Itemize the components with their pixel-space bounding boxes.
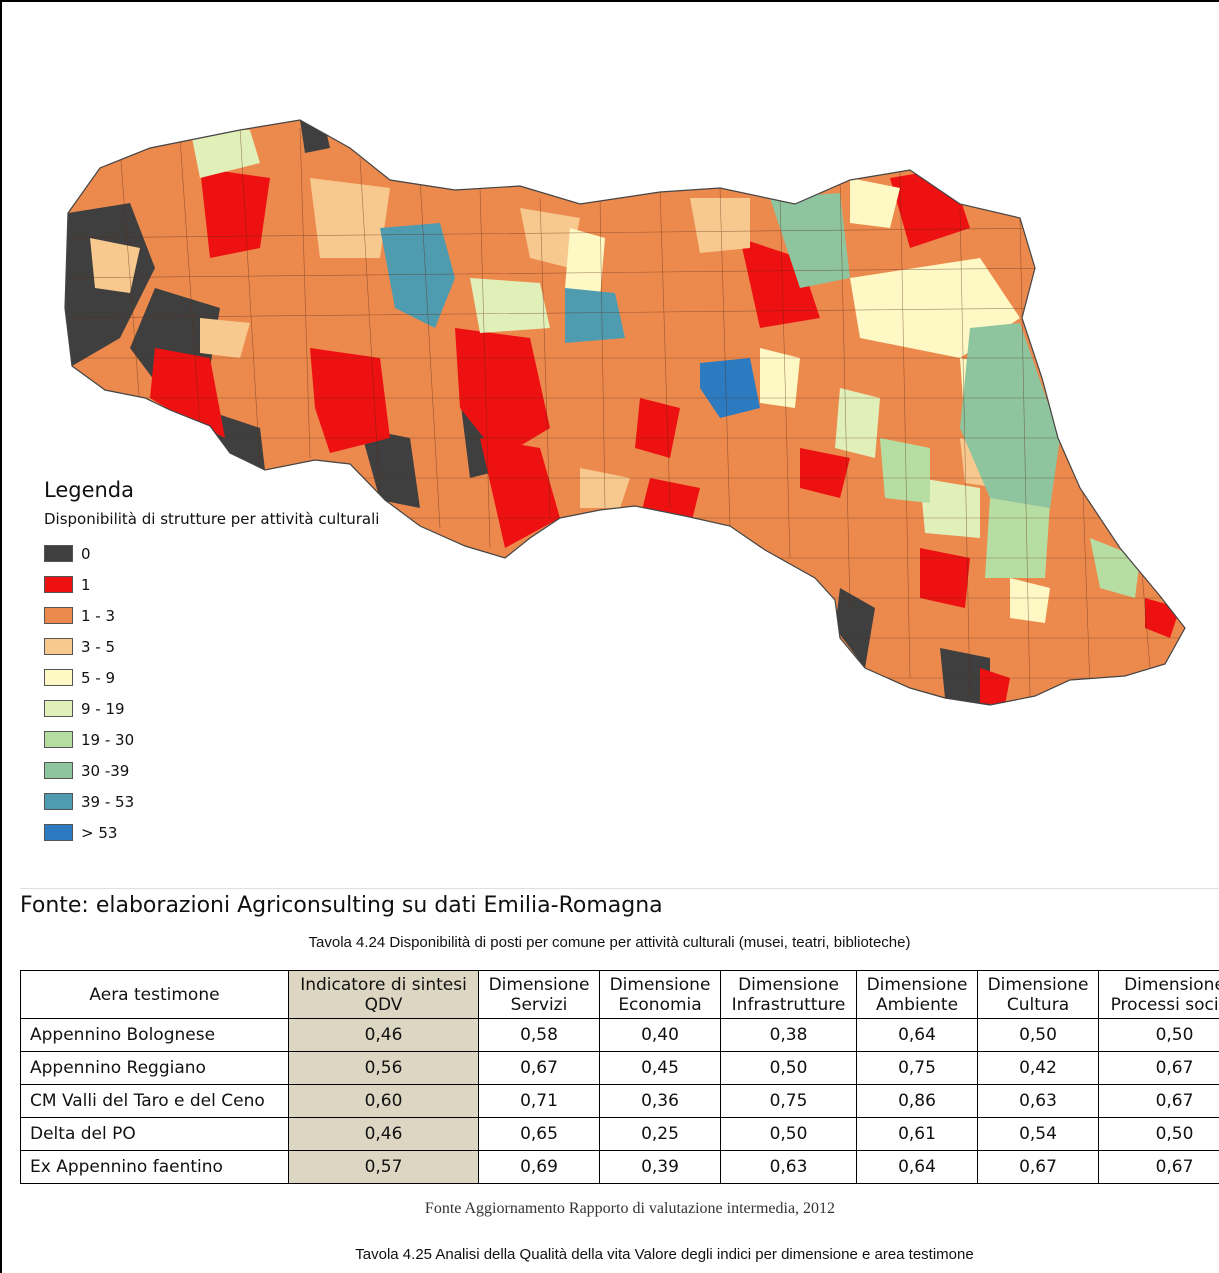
header-area: Aera testimone bbox=[20, 970, 289, 1019]
legend-label: 1 bbox=[81, 575, 91, 594]
legend-item: 30 -39 bbox=[44, 755, 379, 786]
legend-swatch bbox=[44, 824, 73, 841]
map-source-note: Fonte: elaborazioni Agriconsulting su da… bbox=[20, 893, 663, 918]
legend-subtitle: Disponibilità di strutture per attività … bbox=[44, 510, 380, 528]
cell-value: 0,67 bbox=[478, 1051, 600, 1085]
cell-area: Appennino Reggiano bbox=[20, 1051, 289, 1085]
map-legend: Legenda Disponibilità di strutture per a… bbox=[44, 478, 379, 848]
cell-value: 0,58 bbox=[478, 1018, 600, 1052]
legend-label: 30 -39 bbox=[81, 761, 130, 780]
cell-value: 0,69 bbox=[478, 1150, 600, 1184]
cell-value: 0,39 bbox=[599, 1150, 721, 1184]
cell-value: 0,61 bbox=[856, 1117, 978, 1151]
cell-value: 0,50 bbox=[720, 1117, 857, 1151]
table-row: Appennino Bolognese 0,46 0,58 0,40 0,38 … bbox=[20, 1018, 1219, 1052]
cell-qdv: 0,46 bbox=[288, 1018, 479, 1052]
cell-value: 0,40 bbox=[599, 1018, 721, 1052]
legend-swatch bbox=[44, 731, 73, 748]
table-caption-4-24: Tavola 4.24 Disponibilità di posti per c… bbox=[308, 934, 911, 951]
legend-swatch bbox=[44, 607, 73, 624]
cell-qdv: 0,56 bbox=[288, 1051, 479, 1085]
legend-label: 0 bbox=[81, 544, 91, 563]
cell-area: Appennino Bolognese bbox=[20, 1018, 289, 1052]
cell-value: 0,36 bbox=[599, 1084, 721, 1118]
section-divider bbox=[20, 888, 1219, 889]
cell-value: 0,45 bbox=[599, 1051, 721, 1085]
cell-value: 0,50 bbox=[977, 1018, 1099, 1052]
cell-value: 0,25 bbox=[599, 1117, 721, 1151]
cell-value: 0,50 bbox=[720, 1051, 857, 1085]
cell-value: 0,71 bbox=[478, 1084, 600, 1118]
legend-item: 5 - 9 bbox=[44, 662, 379, 693]
cell-area: Ex Appennino faentino bbox=[20, 1150, 289, 1184]
cell-area: CM Valli del Taro e del Ceno bbox=[20, 1084, 289, 1118]
legend-item: 19 - 30 bbox=[44, 724, 379, 755]
legend-label: 39 - 53 bbox=[81, 792, 135, 811]
legend-swatch bbox=[44, 576, 73, 593]
cell-qdv: 0,57 bbox=[288, 1150, 479, 1184]
legend-swatch bbox=[44, 638, 73, 655]
cell-value: 0,64 bbox=[856, 1018, 978, 1052]
legend-label: 3 - 5 bbox=[81, 637, 116, 656]
legend-item: 9 - 19 bbox=[44, 693, 379, 724]
legend-item: 39 - 53 bbox=[44, 786, 379, 817]
cell-value: 0,42 bbox=[977, 1051, 1099, 1085]
cell-value: 0,54 bbox=[977, 1117, 1099, 1151]
table-row: CM Valli del Taro e del Ceno 0,60 0,71 0… bbox=[20, 1084, 1219, 1118]
cell-value: 0,64 bbox=[856, 1150, 978, 1184]
cell-value: 0,65 bbox=[478, 1117, 600, 1151]
legend-swatch bbox=[44, 669, 73, 686]
legend-item: 1 bbox=[44, 569, 379, 600]
legend-swatch bbox=[44, 700, 73, 717]
cell-value: 0,75 bbox=[720, 1084, 857, 1118]
cell-value: 0,75 bbox=[856, 1051, 978, 1085]
legend-item: > 53 bbox=[44, 817, 379, 848]
cell-value: 0,67 bbox=[1098, 1051, 1219, 1085]
legend-item: 1 - 3 bbox=[44, 600, 379, 631]
cell-value: 0,63 bbox=[977, 1084, 1099, 1118]
legend-item: 3 - 5 bbox=[44, 631, 379, 662]
cell-value: 0,67 bbox=[1098, 1150, 1219, 1184]
legend-label: 1 - 3 bbox=[81, 606, 116, 625]
legend-label: 5 - 9 bbox=[81, 668, 116, 687]
legend-item: 0 bbox=[44, 538, 379, 569]
cell-value: 0,67 bbox=[1098, 1084, 1219, 1118]
cell-value: 0,67 bbox=[977, 1150, 1099, 1184]
cell-value: 0,50 bbox=[1098, 1018, 1219, 1052]
table-caption-4-25: Tavola 4.25 Analisi della Qualità della … bbox=[355, 1246, 974, 1263]
table-row: Appennino Reggiano 0,56 0,67 0,45 0,50 0… bbox=[20, 1051, 1219, 1085]
legend-label: 19 - 30 bbox=[81, 730, 135, 749]
legend-title: Legenda bbox=[44, 478, 135, 502]
cell-value: 0,86 bbox=[856, 1084, 978, 1118]
choropleth-map bbox=[64, 119, 1186, 706]
cell-area: Delta del PO bbox=[20, 1117, 289, 1151]
legend-swatch bbox=[44, 545, 73, 562]
legend-swatch bbox=[44, 793, 73, 810]
cell-value: 0,63 bbox=[720, 1150, 857, 1184]
cell-value: 0,38 bbox=[720, 1018, 857, 1052]
table-row: Ex Appennino faentino 0,57 0,69 0,39 0,6… bbox=[20, 1150, 1219, 1184]
legend-swatch bbox=[44, 762, 73, 779]
legend-label: 9 - 19 bbox=[81, 699, 125, 718]
table-row: Delta del PO 0,46 0,65 0,25 0,50 0,61 0,… bbox=[20, 1117, 1219, 1151]
cell-qdv: 0,46 bbox=[288, 1117, 479, 1151]
cell-qdv: 0,60 bbox=[288, 1084, 479, 1118]
table-source-note: Fonte Aggiornamento Rapporto di valutazi… bbox=[424, 1200, 836, 1217]
cell-value: 0,50 bbox=[1098, 1117, 1219, 1151]
legend-label: > 53 bbox=[81, 823, 118, 842]
